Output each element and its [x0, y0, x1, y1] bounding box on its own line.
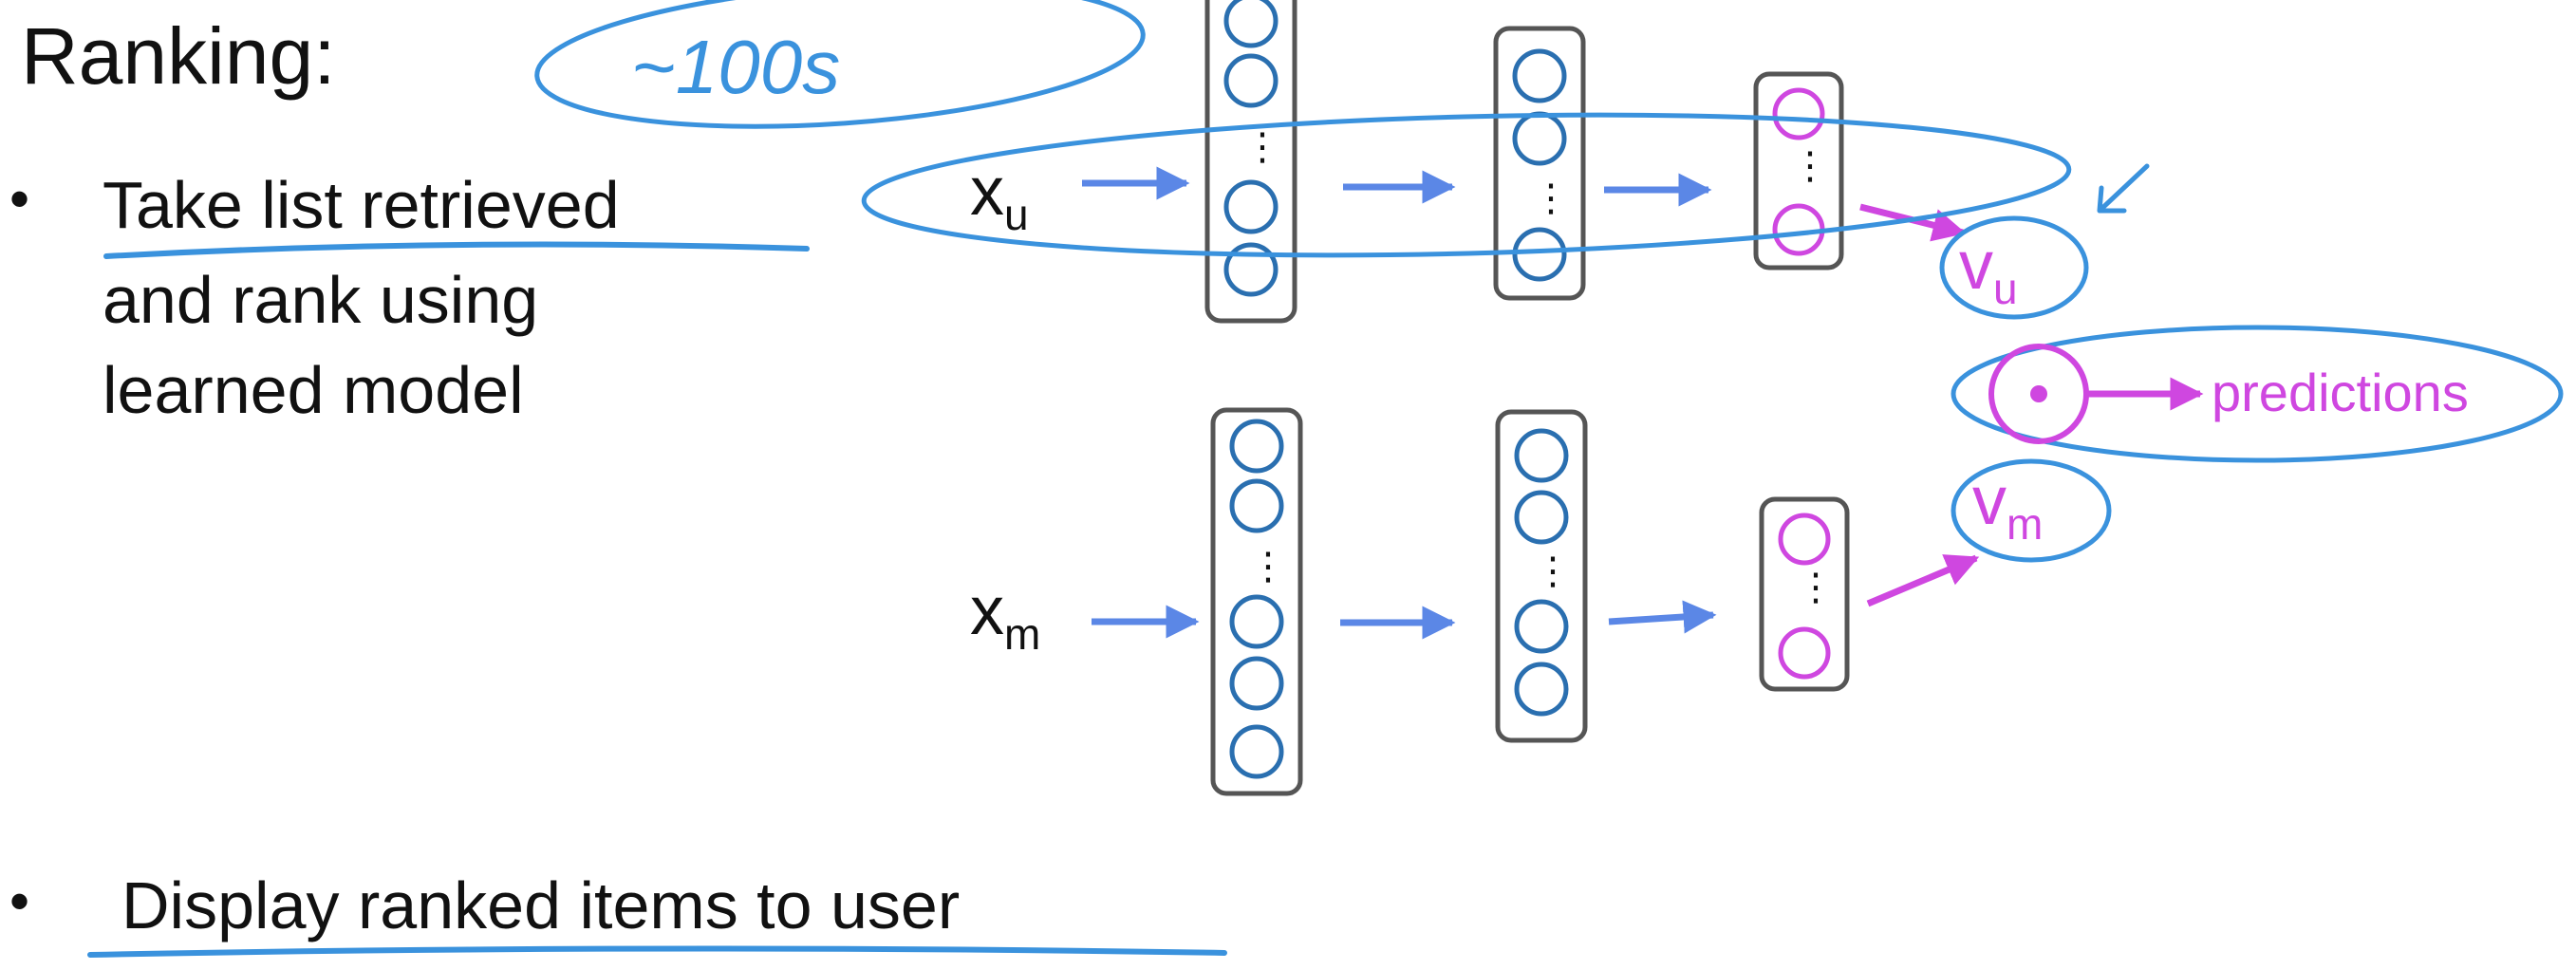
- count-annotation: ~100s: [534, 0, 1146, 129]
- user-input-label: xu: [970, 154, 1029, 239]
- movie-input-base: x: [970, 573, 1004, 649]
- bullet-line: Display ranked items to user: [121, 868, 960, 942]
- user-path-highlight: [861, 112, 2072, 258]
- neuron: [1223, 53, 1279, 108]
- neuron: [1229, 656, 1284, 711]
- neuron-ellipsis: ⋮: [1797, 567, 1835, 608]
- neuron: [1223, 0, 1279, 48]
- bullet-display-ranked: • Display ranked items to user: [9, 868, 1227, 958]
- pointer-stroke: [2097, 163, 2150, 214]
- neuron: [1778, 626, 1831, 680]
- arrow: [1866, 554, 1980, 607]
- neuron-ellipsis: ⋮: [1249, 546, 1287, 588]
- user-layer-3: [1753, 71, 1844, 270]
- movie-vector-label: vm: [1972, 463, 2043, 549]
- neuron: [1229, 478, 1284, 533]
- movie-input-label: xm: [970, 573, 1040, 659]
- user-tower: xu ⋮ ⋮ ⋮: [970, 0, 1967, 324]
- user-input-sub: u: [1004, 190, 1029, 239]
- count-annotation-text: ~100s: [631, 25, 840, 109]
- bullet-underline: [87, 945, 1227, 958]
- neuron-ellipsis: ⋮: [1243, 126, 1281, 168]
- bullet-marker: •: [9, 167, 29, 231]
- slide-title: Ranking:: [21, 11, 336, 101]
- user-vector-sub: u: [1993, 264, 2018, 313]
- dot-product-output: vu predictions vm: [1939, 163, 2564, 563]
- user-vector-circle: [1939, 215, 2089, 320]
- movie-layer-3: [1759, 496, 1850, 692]
- user-vector-label: vu: [1959, 228, 2018, 313]
- bullet-line: learned model: [103, 353, 524, 427]
- neuron: [1514, 428, 1569, 483]
- neuron: [1772, 87, 1825, 140]
- movie-vector-circle: [1951, 458, 2112, 563]
- bullet-underline: [103, 241, 810, 259]
- neuron: [1229, 419, 1284, 474]
- neuron-ellipsis: ⋮: [1532, 177, 1570, 219]
- user-vector-base: v: [1959, 228, 1993, 304]
- user-input-base: x: [970, 154, 1004, 230]
- movie-input-sub: m: [1004, 609, 1040, 659]
- neuron: [1778, 513, 1831, 566]
- arrow: [1608, 600, 1717, 634]
- user-layer-2: [1493, 26, 1586, 301]
- neuron: [1223, 179, 1279, 234]
- neuron-ellipsis: ⋮: [1791, 145, 1829, 187]
- user-layer-1: [1204, 0, 1297, 324]
- movie-vector-sub: m: [2007, 499, 2043, 549]
- neuron: [1512, 227, 1567, 282]
- neuron-ellipsis: ⋮: [1534, 550, 1572, 592]
- bullet-take-list: • Take list retrieved and rank using lea…: [9, 167, 810, 427]
- neuron: [1514, 662, 1569, 717]
- predictions-label: predictions: [2212, 363, 2469, 422]
- dot-product-node: [1988, 344, 2089, 444]
- neuron: [1512, 111, 1567, 166]
- bullet-line: Take list retrieved: [103, 168, 620, 242]
- neuron: [1223, 242, 1279, 297]
- movie-layer-1: [1210, 407, 1303, 796]
- predictions-circle: [1951, 325, 2564, 463]
- neuron: [1514, 599, 1569, 654]
- movie-tower: xm ⋮ ⋮ ⋮: [970, 407, 1980, 796]
- bullet-line: and rank using: [103, 263, 538, 337]
- neuron: [1229, 594, 1284, 649]
- movie-layer-2: [1495, 409, 1588, 743]
- neuron: [1514, 490, 1569, 545]
- count-annotation-circle: [534, 0, 1146, 129]
- dot-product-icon: [2030, 385, 2047, 402]
- bullet-marker: •: [9, 869, 29, 933]
- neuron: [1512, 48, 1567, 103]
- neuron: [1229, 724, 1284, 779]
